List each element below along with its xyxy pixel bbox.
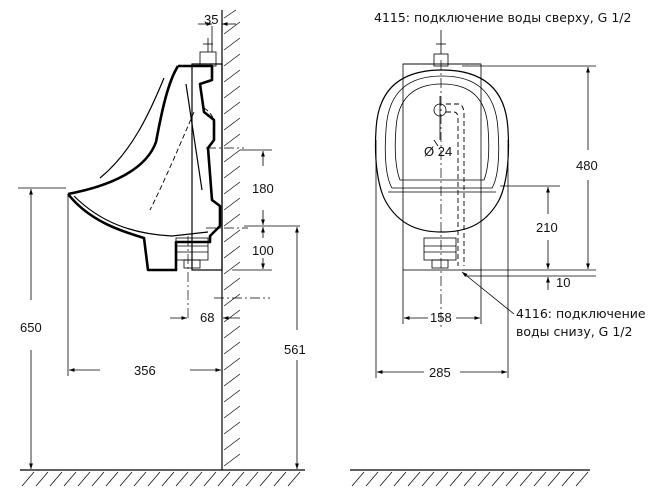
dim-vertical-inlet: 180 100 xyxy=(232,149,300,271)
dim-total-width: 285 xyxy=(375,140,509,380)
dim-bottom-offset-label: 10 xyxy=(556,275,570,290)
front-view: Ø 24 4115: подключение воды сверху, G 1/… xyxy=(350,10,646,487)
dim-total-height-label: 650 xyxy=(20,320,42,335)
dim-outlet-depth-label: 68 xyxy=(200,310,214,325)
dim-bracket-width: 158 xyxy=(402,270,482,325)
top-water-connection-note: 4115: подключение воды сверху, G 1/2 xyxy=(374,10,631,25)
dim-total-width-label: 285 xyxy=(429,365,451,380)
dim-lower-height-label: 210 xyxy=(536,220,558,235)
dim-projection-label: 356 xyxy=(134,363,156,378)
dim-total-height: 650 xyxy=(18,187,66,469)
bottom-water-connection-note-2: воды снизу, G 1/2 xyxy=(516,324,632,339)
dim-outlet-height: 561 xyxy=(284,227,306,469)
dim-outlet-height-label: 561 xyxy=(284,342,306,357)
dim-bottom-offset: 10 xyxy=(462,269,596,290)
front-mounting-plate xyxy=(402,63,482,271)
floor-right xyxy=(350,469,590,487)
dim-bracket-width-label: 158 xyxy=(430,310,452,325)
dim-lower-height: 210 xyxy=(500,185,560,269)
bottom-water-connection-note-1: 4116: подключение xyxy=(516,306,646,321)
urinal-front-profile xyxy=(374,38,510,269)
dim-inlet-height: 480 xyxy=(462,65,598,269)
wall xyxy=(221,9,241,470)
dim-top-offset-label: 35 xyxy=(204,12,218,27)
mounting-plate xyxy=(191,63,223,271)
dim-inlet-height-label: 480 xyxy=(576,158,598,173)
dim-rim-to-outlet-label: 100 xyxy=(252,243,274,258)
diameter-label: Ø 24 xyxy=(424,144,452,159)
dim-projection: 356 xyxy=(67,196,221,378)
dim-inlet-to-rim-label: 180 xyxy=(252,181,274,196)
urinal-side-profile xyxy=(66,64,222,272)
dim-top-offset: 35 xyxy=(198,12,236,52)
floor-left xyxy=(20,469,305,487)
side-view: 35 180 100 68 356 xyxy=(18,9,306,487)
dim-outlet-depth: 68 xyxy=(170,310,240,325)
